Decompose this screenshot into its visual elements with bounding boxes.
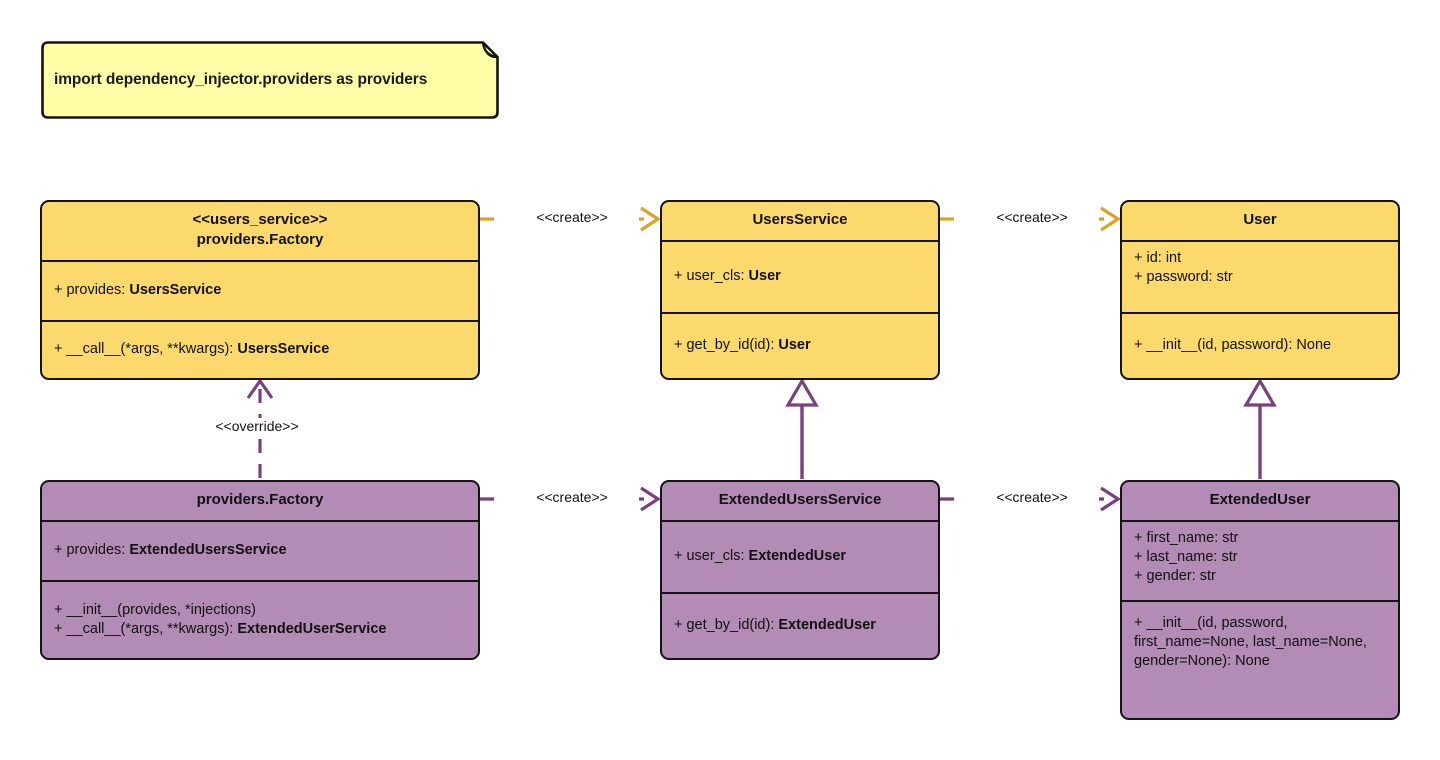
class-methods-user: + __init__(id, password): None [1122, 312, 1398, 378]
class-name: User [1243, 211, 1277, 228]
attribute-prefix: + user_cls: [674, 268, 749, 285]
connector-label-create-bottom-left: <<create>> [505, 489, 639, 505]
class-attributes-extended-users-service: + user_cls: ExtendedUser [662, 520, 938, 592]
note-text: import dependency_injector.providers as … [54, 71, 428, 88]
class-attributes-users-service-factory: + provides: UsersService [42, 260, 478, 320]
method-row: + __call__(*args, **kwargs): UsersServic… [54, 340, 329, 359]
class-box-user[interactable]: User + id: int + password: str + __init_… [1120, 200, 1400, 380]
class-methods-users-service-factory: + __call__(*args, **kwargs): UsersServic… [42, 320, 478, 378]
attribute-type: ExtendedUsersService [129, 542, 287, 559]
attribute-prefix: + provides: [54, 542, 130, 559]
method-prefix: + __init__(id, password, first_name=None… [1134, 615, 1367, 669]
class-name: ExtendedUser [1209, 491, 1311, 508]
class-name: UsersService [752, 211, 848, 228]
attribute-prefix: + provides: [54, 282, 130, 299]
method-row: + __init__(provides, *injections) [54, 601, 466, 620]
method-row: + __call__(*args, **kwargs): ExtendedUse… [54, 620, 466, 639]
class-attributes-user: + id: int + password: str [1122, 240, 1398, 312]
class-title-user: User [1122, 202, 1398, 240]
method-prefix: + get_by_id(id): [674, 337, 779, 354]
attribute-prefix: + password: str [1134, 268, 1233, 285]
class-methods-users-service: + get_by_id(id): User [662, 312, 938, 378]
method-row: + get_by_id(id): User [674, 336, 811, 355]
class-name: providers.Factory [196, 230, 324, 248]
class-box-extended-factory[interactable]: providers.Factory + provides: ExtendedUs… [40, 480, 480, 660]
class-attributes-extended-factory: + provides: ExtendedUsersService [42, 520, 478, 580]
class-stereotype: <<users_service>> [192, 211, 328, 228]
class-box-extended-users-service[interactable]: ExtendedUsersService + user_cls: Extende… [660, 480, 940, 660]
method-prefix: + __call__(*args, **kwargs): [54, 620, 238, 637]
method-type: User [778, 337, 811, 354]
class-title-extended-users-service: ExtendedUsersService [662, 482, 938, 520]
method-prefix: + __call__(*args, **kwargs): [54, 341, 238, 358]
class-methods-extended-users-service: + get_by_id(id): ExtendedUser [662, 592, 938, 658]
method-prefix: + __init__(id, password): None [1134, 337, 1332, 354]
method-prefix: + get_by_id(id): [674, 617, 779, 634]
attribute-row: + gender: str [1134, 567, 1386, 586]
attribute-type: ExtendedUser [748, 548, 847, 565]
class-attributes-users-service: + user_cls: User [662, 240, 938, 312]
connector-label-create-top-left: <<create>> [505, 209, 639, 225]
class-box-users-service[interactable]: UsersService + user_cls: User + get_by_i… [660, 200, 940, 380]
attribute-row: + password: str [1134, 268, 1386, 287]
connector-label-create-top-right: <<create>> [965, 209, 1099, 225]
connector-inherit-user [1243, 378, 1277, 479]
connector-inherit-users-service [785, 378, 819, 479]
method-prefix: + __init__(provides, *injections) [54, 601, 256, 618]
class-box-users-service-factory[interactable]: <<users_service>> providers.Factory + pr… [40, 200, 480, 380]
class-name: providers.Factory [196, 491, 324, 508]
attribute-prefix: + user_cls: [674, 548, 749, 565]
method-row: + __init__(id, password, first_name=None… [1134, 614, 1386, 671]
attribute-row: + user_cls: ExtendedUser [674, 547, 846, 566]
method-row: + get_by_id(id): ExtendedUser [674, 616, 876, 635]
class-methods-extended-factory: + __init__(provides, *injections) + __ca… [42, 580, 478, 658]
method-type: ExtendedUserService [237, 620, 387, 637]
connector-label-create-bottom-right: <<create>> [965, 489, 1099, 505]
note-import-statement: import dependency_injector.providers as … [40, 40, 500, 120]
attribute-prefix: + gender: str [1134, 567, 1216, 584]
note-shape [41, 41, 499, 119]
attribute-type: User [748, 268, 781, 285]
class-title-extended-user: ExtendedUser [1122, 482, 1398, 520]
attribute-row: + id: int [1134, 249, 1386, 268]
attribute-type: UsersService [129, 282, 222, 299]
attribute-row: + provides: ExtendedUsersService [54, 541, 287, 560]
attribute-row: + first_name: str [1134, 529, 1386, 548]
class-box-extended-user[interactable]: ExtendedUser + first_name: str + last_na… [1120, 480, 1400, 720]
attribute-prefix: + last_name: str [1134, 548, 1238, 565]
class-title-users-service-factory: <<users_service>> providers.Factory [42, 202, 478, 260]
method-type: UsersService [237, 341, 330, 358]
attribute-prefix: + first_name: str [1134, 530, 1239, 546]
class-title-users-service: UsersService [662, 202, 938, 240]
class-attributes-extended-user: + first_name: str + last_name: str + gen… [1122, 520, 1398, 600]
method-type: ExtendedUser [778, 617, 876, 634]
attribute-row: + provides: UsersService [54, 281, 221, 300]
method-row: + __init__(id, password): None [1134, 336, 1331, 355]
attribute-row: + user_cls: User [674, 267, 781, 286]
class-name: ExtendedUsersService [718, 491, 882, 508]
class-methods-extended-user: + __init__(id, password, first_name=None… [1122, 600, 1398, 718]
connector-label-override: <<override>> [200, 418, 314, 434]
attribute-prefix: + id: int [1134, 250, 1182, 266]
attribute-row: + last_name: str [1134, 548, 1386, 567]
class-title-extended-factory: providers.Factory [42, 482, 478, 520]
